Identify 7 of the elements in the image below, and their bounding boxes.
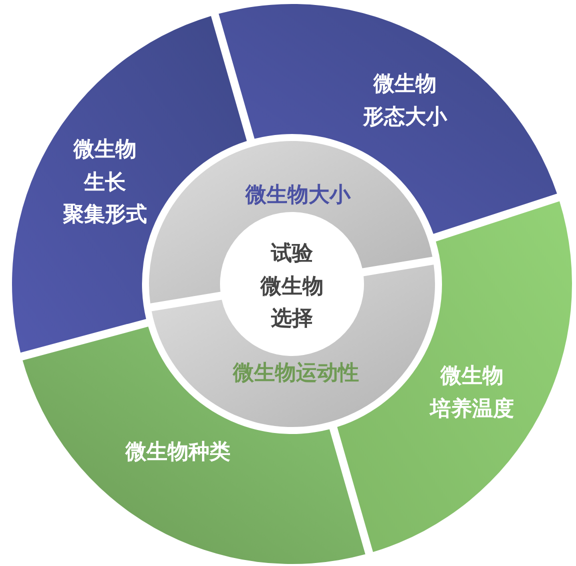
segment-label: 微生物培养温度 — [430, 362, 514, 422]
segment-label: 微生物运动性 — [233, 360, 359, 387]
segment-label: 试验微生物选择 — [260, 240, 324, 332]
segment-label: 微生物生长聚集形式 — [63, 136, 147, 228]
segment-label: 微生物形态大小 — [363, 70, 447, 130]
segment-label: 微生物大小 — [246, 182, 350, 209]
segment-label: 微生物种类 — [126, 438, 230, 466]
